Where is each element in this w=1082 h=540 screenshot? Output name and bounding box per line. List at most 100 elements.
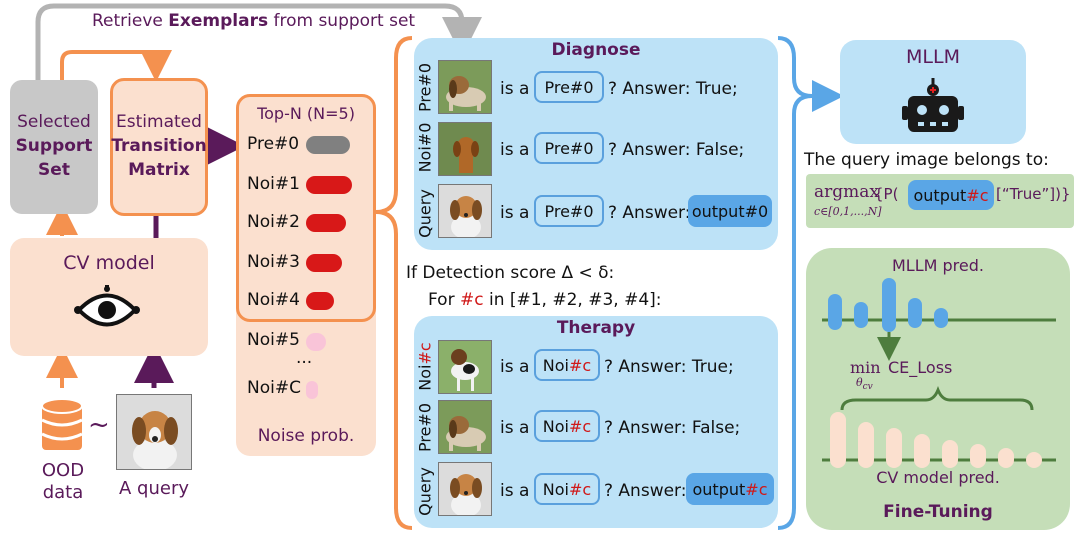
therapy-row-pill: Noi#c <box>534 349 600 381</box>
query-dog-image <box>116 394 192 470</box>
formula-out-pre: output <box>914 186 967 205</box>
therapy-row-pill: Noi#c <box>534 473 600 505</box>
pill-c: #c <box>569 480 591 499</box>
ood-line1: OOD <box>32 462 94 480</box>
support-line2: Support <box>10 138 98 155</box>
dog-image-query <box>438 184 492 238</box>
therapy-side-c: #c <box>416 342 435 364</box>
dog-image-noic <box>438 340 492 394</box>
mllm-pred-bar <box>854 302 868 328</box>
finetune-bars <box>806 248 1070 530</box>
pill-c: #c <box>569 417 591 436</box>
diagnose-title: Diagnose <box>414 42 778 59</box>
min-sub-cv: cv <box>863 382 873 392</box>
therapy-row-side: Query <box>416 457 435 527</box>
prob-bar-pre0 <box>306 136 350 154</box>
formula-open: {P( <box>874 187 898 202</box>
condition-for: For <box>428 290 460 310</box>
therapy-row-answer: ? Answer: <box>604 481 686 501</box>
mllm-pred-bar <box>934 308 948 328</box>
therapy-row-pill: Noi#c <box>534 410 600 442</box>
topn-item-label: Noi#3 <box>247 254 300 271</box>
diagnose-row-is: is a <box>500 79 529 99</box>
prob-bar-noic <box>306 381 318 399</box>
therapy-side-pre: Pre#0 <box>416 403 435 452</box>
ood-line2: data <box>32 484 94 502</box>
noise-prob-label: Noise prob. <box>236 428 376 445</box>
belongs-text: The query image belongs to: <box>804 152 1049 169</box>
diagnose-row-pill: Pre#0 <box>534 132 604 164</box>
condition-line1: If Detection score Δ < δ: <box>406 265 614 282</box>
formula-out-c: #c <box>966 186 988 205</box>
transition-line3: Matrix <box>110 162 208 179</box>
prob-bar-noi4 <box>306 292 334 310</box>
therapy-row-answer: ? Answer: True; <box>604 357 734 377</box>
dog-image-pre0 <box>438 60 492 114</box>
noise-ellipsis: ... <box>296 350 312 367</box>
pill-c: #c <box>569 356 591 375</box>
diagnose-row-pill: Pre#0 <box>534 195 604 227</box>
finetune-title: Fine-Tuning <box>806 504 1070 521</box>
topn-item-label: Noi#1 <box>247 176 300 193</box>
condition-in: in [#1, #2, #3, #4]: <box>484 290 662 310</box>
retrieve-bold: Exemplars <box>168 11 268 31</box>
formula-sub: c∈[0,1,...,N] <box>814 206 882 217</box>
query-label: A query <box>104 480 204 498</box>
formula-argmax: argmax <box>814 184 879 201</box>
dog-image-query-therapy <box>438 462 492 516</box>
min-label: min <box>850 360 881 376</box>
dog-image-pre0-therapy <box>438 400 492 454</box>
prob-bar-noi2 <box>306 214 346 232</box>
topn-item-label: Pre#0 <box>247 136 299 153</box>
cv-pred-bar <box>886 428 902 468</box>
therapy-title: Therapy <box>414 320 778 337</box>
topn-box <box>236 94 376 322</box>
cv-pred-label: CV model pred. <box>806 470 1070 486</box>
diagnose-row-side: Query <box>416 179 435 249</box>
mllm-pred-bar <box>828 294 842 330</box>
transition-line2: Transition <box>110 138 208 155</box>
database-icon <box>40 398 84 456</box>
retrieve-prefix: Retrieve <box>92 11 168 31</box>
min-sub-theta: θ <box>856 376 863 389</box>
therapy-row-is: is a <box>500 357 529 377</box>
pill-pre: Noi <box>543 356 569 375</box>
cv-pred-bar <box>970 444 986 468</box>
condition-c: #c <box>460 290 484 310</box>
therapy-row-side: Noi#c <box>416 332 435 402</box>
diagnose-row-side: Noi#0 <box>416 113 435 183</box>
out-c: #c <box>745 480 767 499</box>
support-to-transition-arrow <box>62 52 156 80</box>
diagnose-row-pill: Pre#0 <box>534 71 604 103</box>
diagnose-row-answer: ? Answer: True; <box>608 79 738 99</box>
orange-brace <box>376 38 412 528</box>
support-line3: Set <box>10 162 98 179</box>
formula-close: [“True”])} <box>996 187 1071 202</box>
condition-line2: For #c in [#1, #2, #3, #4]: <box>428 292 662 309</box>
diagnose-row-answer: ? Answer: <box>608 203 690 223</box>
mllm-label: MLLM <box>840 48 1026 67</box>
retrieve-suffix: from support set <box>268 11 415 31</box>
topn-item-label: Noi#2 <box>247 214 300 231</box>
therapy-row-answer: ? Answer: False; <box>604 418 740 438</box>
out-pre: output <box>693 480 746 499</box>
topn-title: Top-N (N=5) <box>236 106 376 122</box>
mllm-pred-bar <box>882 278 896 332</box>
pill-pre: Noi <box>543 417 569 436</box>
diagnose-row-is: is a <box>500 203 529 223</box>
therapy-row-is: is a <box>500 418 529 438</box>
therapy-row-side: Pre#0 <box>416 393 435 463</box>
pill-pre: Noi <box>543 480 569 499</box>
cv-pred-bar <box>858 422 874 468</box>
prob-bar-noi1 <box>306 176 352 194</box>
support-line1: Selected <box>10 114 98 131</box>
topn-item-label: Noi#4 <box>247 292 300 309</box>
mllm-pred-bar <box>908 298 922 328</box>
tilde: ~ <box>88 412 110 438</box>
cv-pred-bar <box>914 434 930 468</box>
transition-line1: Estimated <box>110 114 208 131</box>
cv-pred-bar <box>942 440 958 468</box>
diagnose-output-pill: output#0 <box>688 195 772 227</box>
prob-bar-noi3 <box>306 254 342 272</box>
robot-icon <box>902 76 964 134</box>
